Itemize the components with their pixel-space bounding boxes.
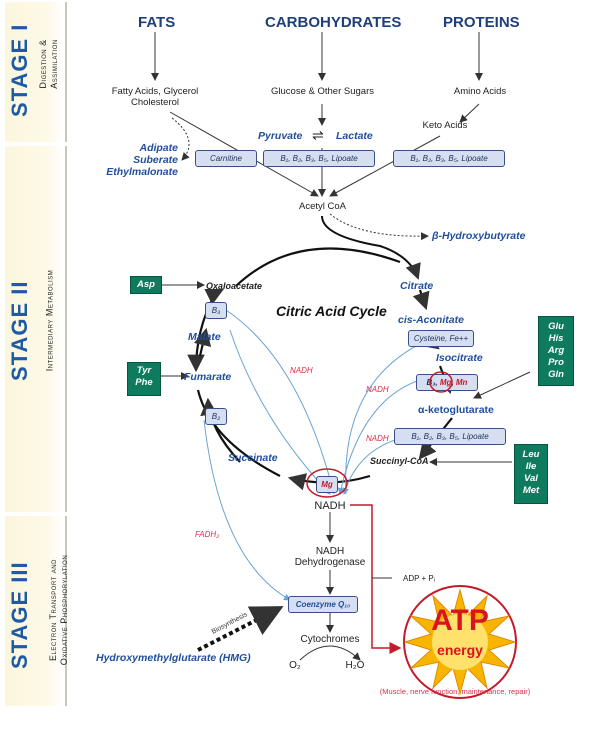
lactate: Lactate: [336, 130, 373, 142]
mg-ring: [306, 468, 348, 498]
nadh-label-left: NADH: [290, 366, 313, 375]
energy-text: energy: [437, 642, 483, 658]
protein-products: Amino Acids: [453, 86, 507, 97]
o2: O₂: [289, 660, 301, 671]
beta-hydroxybutyrate: β-Hydroxybutyrate: [432, 230, 526, 242]
stage-3-panel: [5, 516, 67, 706]
energy-uses: (Muscle, nerve function, maintenance, re…: [379, 687, 531, 696]
carbohydrates-header: CARBOHYDRATES: [265, 14, 402, 31]
citrate: Citrate: [400, 280, 434, 292]
keto-acids: Keto Acids: [422, 120, 468, 131]
keto-cofactors: B₁, B₂, B₃, B₅, Lipoate: [393, 150, 505, 167]
succinate: Succinate: [228, 452, 278, 464]
akg-cofactors: B₁, B₂, B₃, B₅, Lipoate: [394, 428, 506, 445]
alpha-ketoglutarate: α-ketoglutarate: [418, 404, 494, 416]
hmg-label: Hydroxymethylglutarate (HMG): [96, 652, 251, 664]
nadh-label-right-lower: NADH: [366, 434, 389, 443]
oxaloacetate: Oxaloacetate: [206, 281, 263, 291]
mg-box: Mg: [316, 476, 338, 493]
cis-aconitate: cis-Aconitate: [398, 314, 464, 326]
stage-2-panel: [5, 146, 67, 512]
coenzyme-q10-box: Coenzyme Q₁₀: [288, 596, 358, 613]
cycle-title: Citric Acid Cycle: [276, 303, 387, 319]
stage-1-panel: [5, 2, 67, 142]
acetyl-coa: Acetyl CoA: [299, 201, 346, 212]
carb-products: Glucose & Other Sugars: [271, 86, 374, 97]
nadh-main: NADH: [314, 500, 346, 512]
isocitrate: Isocitrate: [436, 352, 483, 364]
adp-pi: ADP + Pᵢ: [402, 574, 435, 583]
mg-highlight-circle: [429, 371, 453, 393]
proteins-header: PROTEINS: [443, 14, 520, 31]
malate: Malate: [188, 331, 221, 343]
h2o: H₂O: [345, 660, 365, 671]
carnitine-box: Carnitine: [195, 150, 257, 167]
fadh2-label: FADH₂: [195, 530, 220, 539]
nadh-label-right-upper: NADH: [366, 385, 389, 394]
atp-text: ATP: [431, 604, 489, 637]
b3-box: B₃: [205, 302, 227, 319]
asp-box: Asp: [130, 276, 162, 294]
succinyl-coa: Succinyl-CoA: [370, 456, 429, 466]
cysteine-box: Cysteine, Fe++: [408, 330, 474, 347]
fats-header: FATS: [138, 14, 176, 31]
cytochromes: Cytochromes: [300, 634, 360, 645]
fumarate: Fumarate: [184, 371, 232, 383]
b2-box: B₂: [205, 408, 227, 425]
equilibrium-arrows: ⇌: [312, 127, 324, 143]
pyruvate: Pyruvate: [258, 130, 303, 142]
pyruvate-cofactors: B₁, B₂, B₃, B₅, Lipoate: [263, 150, 375, 167]
atp-burst-graphic: [403, 585, 517, 699]
